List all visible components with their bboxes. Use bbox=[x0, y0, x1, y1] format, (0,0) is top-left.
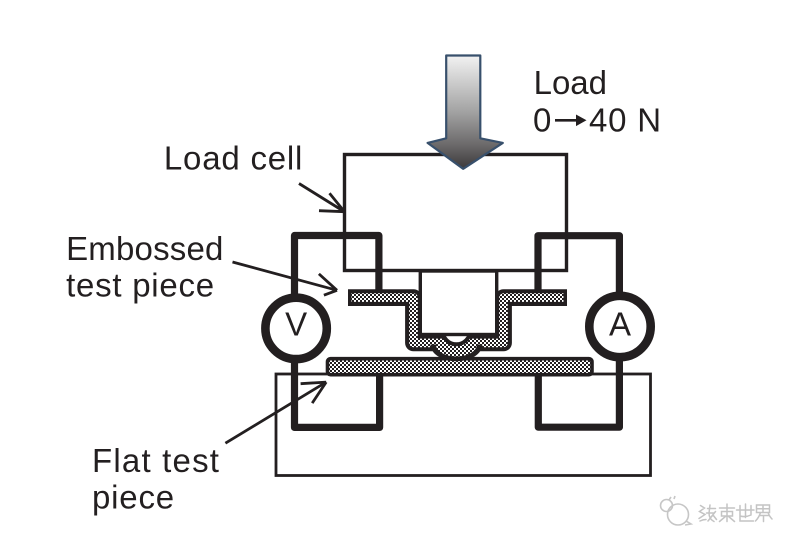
svg-text:A: A bbox=[609, 305, 631, 342]
svg-text:V: V bbox=[285, 305, 307, 342]
svg-text:Flat test: Flat test bbox=[92, 442, 220, 479]
svg-text:Load cell: Load cell bbox=[164, 140, 303, 177]
svg-text:test piece: test piece bbox=[66, 266, 215, 303]
svg-text:Embossed: Embossed bbox=[66, 230, 224, 267]
svg-text:40 N: 40 N bbox=[589, 102, 662, 139]
svg-text:Load: Load bbox=[534, 64, 607, 101]
svg-text:0: 0 bbox=[533, 102, 551, 139]
svg-text:piece: piece bbox=[92, 478, 175, 515]
